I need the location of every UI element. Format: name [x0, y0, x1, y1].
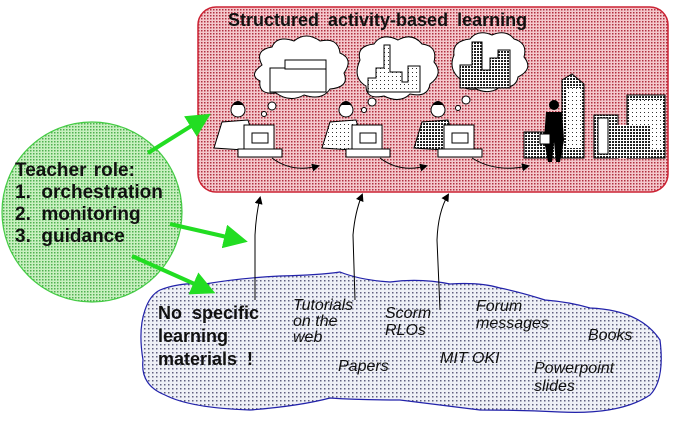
teacher-arrow-materials — [131, 254, 216, 295]
materials-cloud — [140, 271, 662, 413]
material-line: on the — [293, 313, 338, 330]
city-skyline — [523, 73, 666, 159]
teacher-arrow-monitoring — [169, 222, 248, 249]
material-powerpoint: Powerpoint slides — [534, 360, 614, 396]
teacher-item: 1. orchestration — [15, 182, 163, 203]
flow-arrow-1 — [271, 157, 320, 172]
thought-cloud-1 — [254, 35, 349, 117]
learner-2 — [321, 101, 391, 158]
material-arrow-3 — [436, 193, 450, 311]
material-books: Books — [588, 327, 633, 344]
material-tutorials: Tutorials on the web — [293, 298, 353, 346]
teacher-role: Teacher role: 1. orchestration 2. monito… — [15, 160, 163, 248]
thought-cloud-2 — [356, 36, 439, 113]
teacher-item: 3. guidance — [15, 226, 125, 247]
thought-cloud-3 — [451, 32, 529, 111]
activity-box — [197, 6, 669, 193]
materials-heading-line: learning — [158, 326, 229, 346]
teacher-heading: Teacher role: — [15, 160, 135, 181]
material-scorm: Scorm RLOs — [385, 305, 431, 339]
material-papers: Papers — [338, 358, 389, 375]
material-arrow-2 — [352, 193, 364, 301]
teacher-arrow-activity — [146, 113, 211, 155]
flow-arrow-3 — [471, 157, 530, 172]
material-arrow-1 — [254, 196, 263, 300]
materials-heading: No specific learning materials ! — [158, 302, 259, 371]
material-line: Forum — [476, 298, 523, 315]
material-mit-oki: MIT OKI — [440, 350, 500, 367]
material-line: Powerpoint — [534, 360, 615, 377]
materials-heading-line: materials ! — [158, 349, 254, 369]
material-line: Tutorials — [293, 297, 354, 314]
activity-title: Structured activity-based learning — [228, 10, 528, 30]
material-forum: Forum messages — [476, 298, 549, 332]
material-line: messages — [476, 315, 549, 332]
material-line: slides — [534, 378, 575, 395]
material-line: web — [293, 329, 323, 346]
materials-heading-line: No specific — [158, 303, 260, 323]
material-line: Scorm — [385, 305, 432, 322]
business-person — [539, 100, 564, 162]
learner-1 — [213, 101, 283, 158]
teacher-item: 2. monitoring — [15, 204, 141, 225]
flow-arrow-2 — [379, 157, 428, 172]
material-line: RLOs — [385, 322, 426, 339]
learner-3 — [413, 101, 483, 158]
